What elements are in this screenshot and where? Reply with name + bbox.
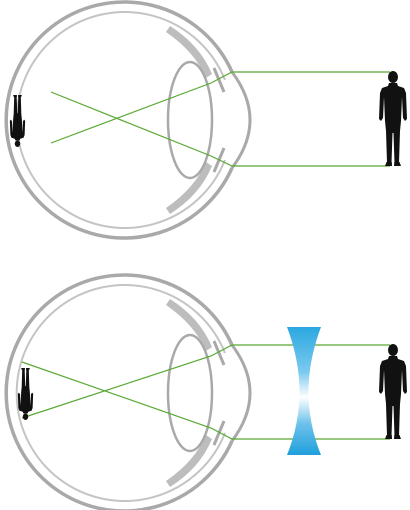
eye-lens	[166, 333, 214, 453]
light-rays	[50, 71, 390, 167]
standing-person-icon	[379, 71, 407, 166]
panel-corrected	[4, 273, 407, 510]
concave-lens-icon	[287, 327, 321, 455]
inverted-person-image-icon	[17, 368, 34, 420]
eyeball	[4, 0, 252, 240]
panel-uncorrected	[4, 0, 407, 240]
eye-lens	[166, 60, 214, 180]
standing-person-icon	[379, 344, 407, 439]
eyeball	[4, 273, 252, 510]
